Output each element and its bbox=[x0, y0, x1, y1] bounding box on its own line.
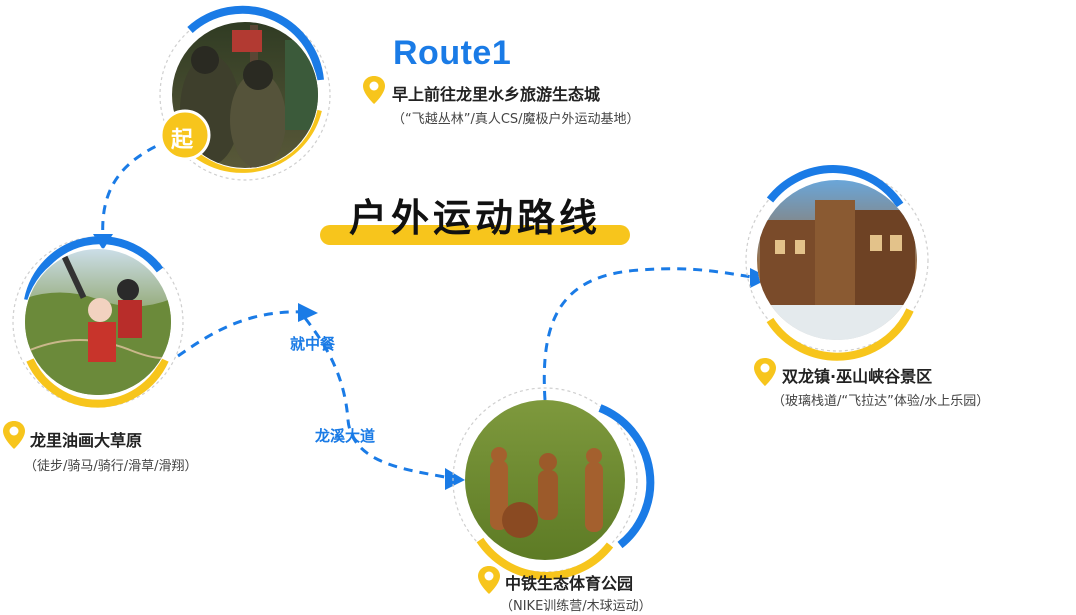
leg-label-lunch: 就中餐 bbox=[290, 335, 336, 353]
location-pin-icon bbox=[363, 76, 385, 104]
location-pin-icon bbox=[754, 358, 776, 386]
photo-grassland-paragliding bbox=[12, 236, 184, 408]
stop-2-name: 龙里油画大草原 bbox=[30, 431, 143, 450]
location-pin-icon bbox=[3, 421, 25, 449]
stop-3-activities: （NIKE训练营/木球运动） bbox=[500, 599, 652, 614]
stop-1-activities: （“飞越丛林”/真人CS/魔极户外运动基地） bbox=[392, 112, 640, 127]
main-title: 户外运动路线 bbox=[320, 187, 630, 249]
photo-canyon-town bbox=[745, 165, 929, 361]
stop-2-activities: （徒步/骑马/骑行/滑草/滑翔） bbox=[24, 459, 198, 474]
main-title-text: 户外运动路线 bbox=[348, 196, 601, 240]
start-badge-label: 起 bbox=[171, 128, 194, 153]
start-badge bbox=[159, 109, 211, 161]
stop-4-name: 双龙镇·巫山峡谷景区 bbox=[782, 367, 933, 386]
stop-4-activities: （玻璃栈道/“飞拉达”体验/水上乐园） bbox=[772, 394, 990, 409]
location-pin-icon bbox=[478, 566, 500, 594]
title-underline bbox=[320, 225, 630, 245]
leg-label-avenue: 龙溪大道 bbox=[315, 427, 376, 445]
stop-1-name: 早上前往龙里水乡旅游生态城 bbox=[392, 85, 601, 104]
stop-3-name: 中铁生态体育公园 bbox=[505, 574, 634, 593]
route-path bbox=[101, 138, 753, 480]
route-title: Route1 bbox=[393, 34, 512, 72]
photo-wooden-ball bbox=[452, 387, 655, 580]
arrow-icon bbox=[93, 234, 770, 490]
